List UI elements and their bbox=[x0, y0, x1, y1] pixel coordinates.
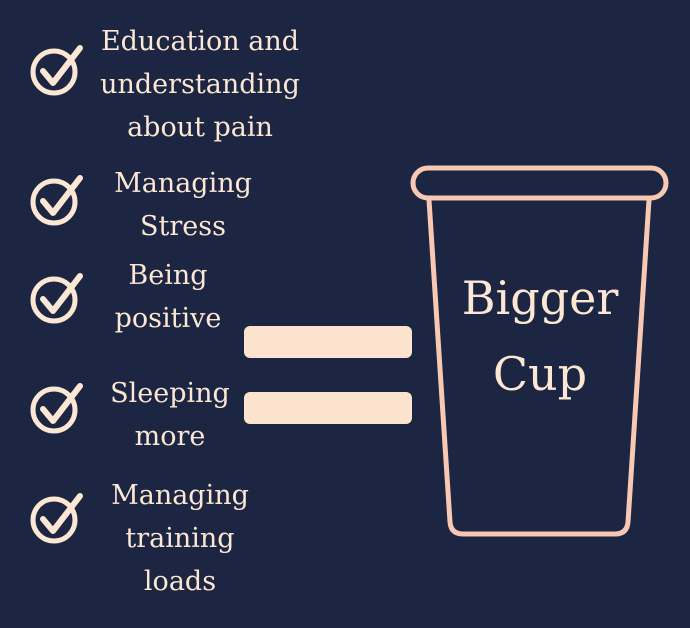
equals-bar-top bbox=[244, 326, 412, 358]
cup-rim bbox=[410, 165, 669, 201]
check-circle-icon bbox=[30, 45, 83, 96]
check-circle-icon bbox=[30, 493, 83, 544]
item-label: Sleeping more bbox=[98, 372, 242, 458]
equals-bar-bottom bbox=[244, 392, 412, 424]
check-circle-icon bbox=[30, 273, 83, 324]
cup-label-line: Cup bbox=[492, 347, 588, 401]
item-label: Education and understanding about pain bbox=[92, 20, 308, 149]
cup-label-line: Bigger bbox=[461, 271, 619, 325]
item-label-line: Education and bbox=[100, 26, 300, 57]
item-label: Managing Stress bbox=[98, 162, 268, 248]
item-label-line: Being bbox=[128, 260, 208, 291]
item-label-line: loads bbox=[143, 566, 217, 597]
item-label-line: Managing bbox=[111, 480, 249, 511]
item-label-line: positive bbox=[114, 303, 222, 334]
cup-label: Bigger Cup bbox=[430, 273, 650, 399]
cup-body bbox=[426, 199, 652, 537]
item-label-line: Stress bbox=[140, 211, 226, 242]
item-label-line: Managing bbox=[114, 168, 252, 199]
item-label: Being positive bbox=[100, 254, 236, 340]
item-label-line: Sleeping bbox=[110, 378, 230, 409]
cup-icon bbox=[410, 165, 669, 537]
item-label-line: about pain bbox=[127, 112, 273, 143]
item-label-line: understanding bbox=[100, 69, 300, 100]
check-circle-icon bbox=[30, 175, 83, 226]
check-circle-icon bbox=[30, 383, 83, 434]
item-label: Managing training loads bbox=[96, 474, 264, 603]
item-label-line: more bbox=[134, 421, 206, 452]
item-label-line: training bbox=[125, 523, 235, 554]
